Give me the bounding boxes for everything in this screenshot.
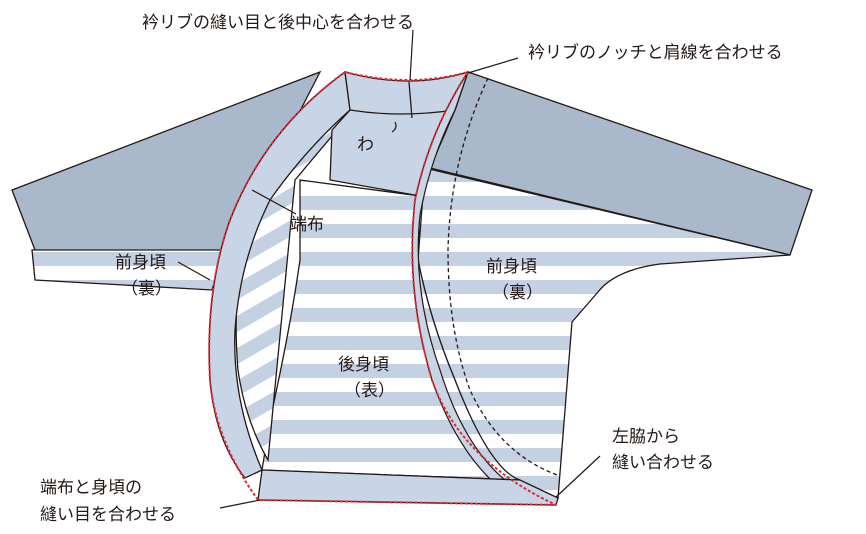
- hem-band: [257, 469, 559, 506]
- callout-facing-body-2: 縫い目を合わせる: [40, 505, 176, 525]
- overlock-stitch-left: [208, 71, 557, 506]
- collar-center-seam: [408, 81, 413, 119]
- back-body: [261, 179, 521, 481]
- callout-collar-center-back: 衿リブの縫い目と後中心を合わせる: [142, 12, 414, 33]
- label-facing: 端布: [290, 215, 324, 235]
- left-front-strip: [31, 249, 226, 291]
- overlock-stitch-right: [344, 70, 557, 506]
- leader-collar-back: [409, 29, 414, 81]
- label-back-name: 後身頃: [338, 355, 389, 375]
- fold-leader: [391, 121, 397, 133]
- leader-facing-body: [219, 499, 261, 509]
- callout-collar-notch-shoulder: 衿リブのノッチと肩線を合わせる: [528, 42, 783, 63]
- label-front-left-side: （裏）: [121, 278, 172, 299]
- leader-left-front: [177, 261, 211, 281]
- leader-facing: [251, 189, 297, 215]
- leader-collar-notch: [467, 57, 519, 74]
- label-back-side: （表）: [344, 381, 395, 401]
- leader-left-side: [555, 455, 601, 498]
- stitch-guide-dashed: [447, 77, 561, 477]
- label-front-right-name: 前身頃: [486, 257, 537, 277]
- label-front-right-side: （裏）: [492, 282, 543, 303]
- callout-left-side-2: 縫い合わせる: [612, 453, 714, 473]
- label-fold: わ: [357, 135, 374, 155]
- label-front-left-name: 前身頃: [115, 253, 166, 273]
- callout-facing-body-1: 端布と身頃の: [40, 478, 142, 498]
- collar-inner-line: [349, 109, 456, 115]
- callout-left-side-1: 左脇から: [612, 427, 680, 447]
